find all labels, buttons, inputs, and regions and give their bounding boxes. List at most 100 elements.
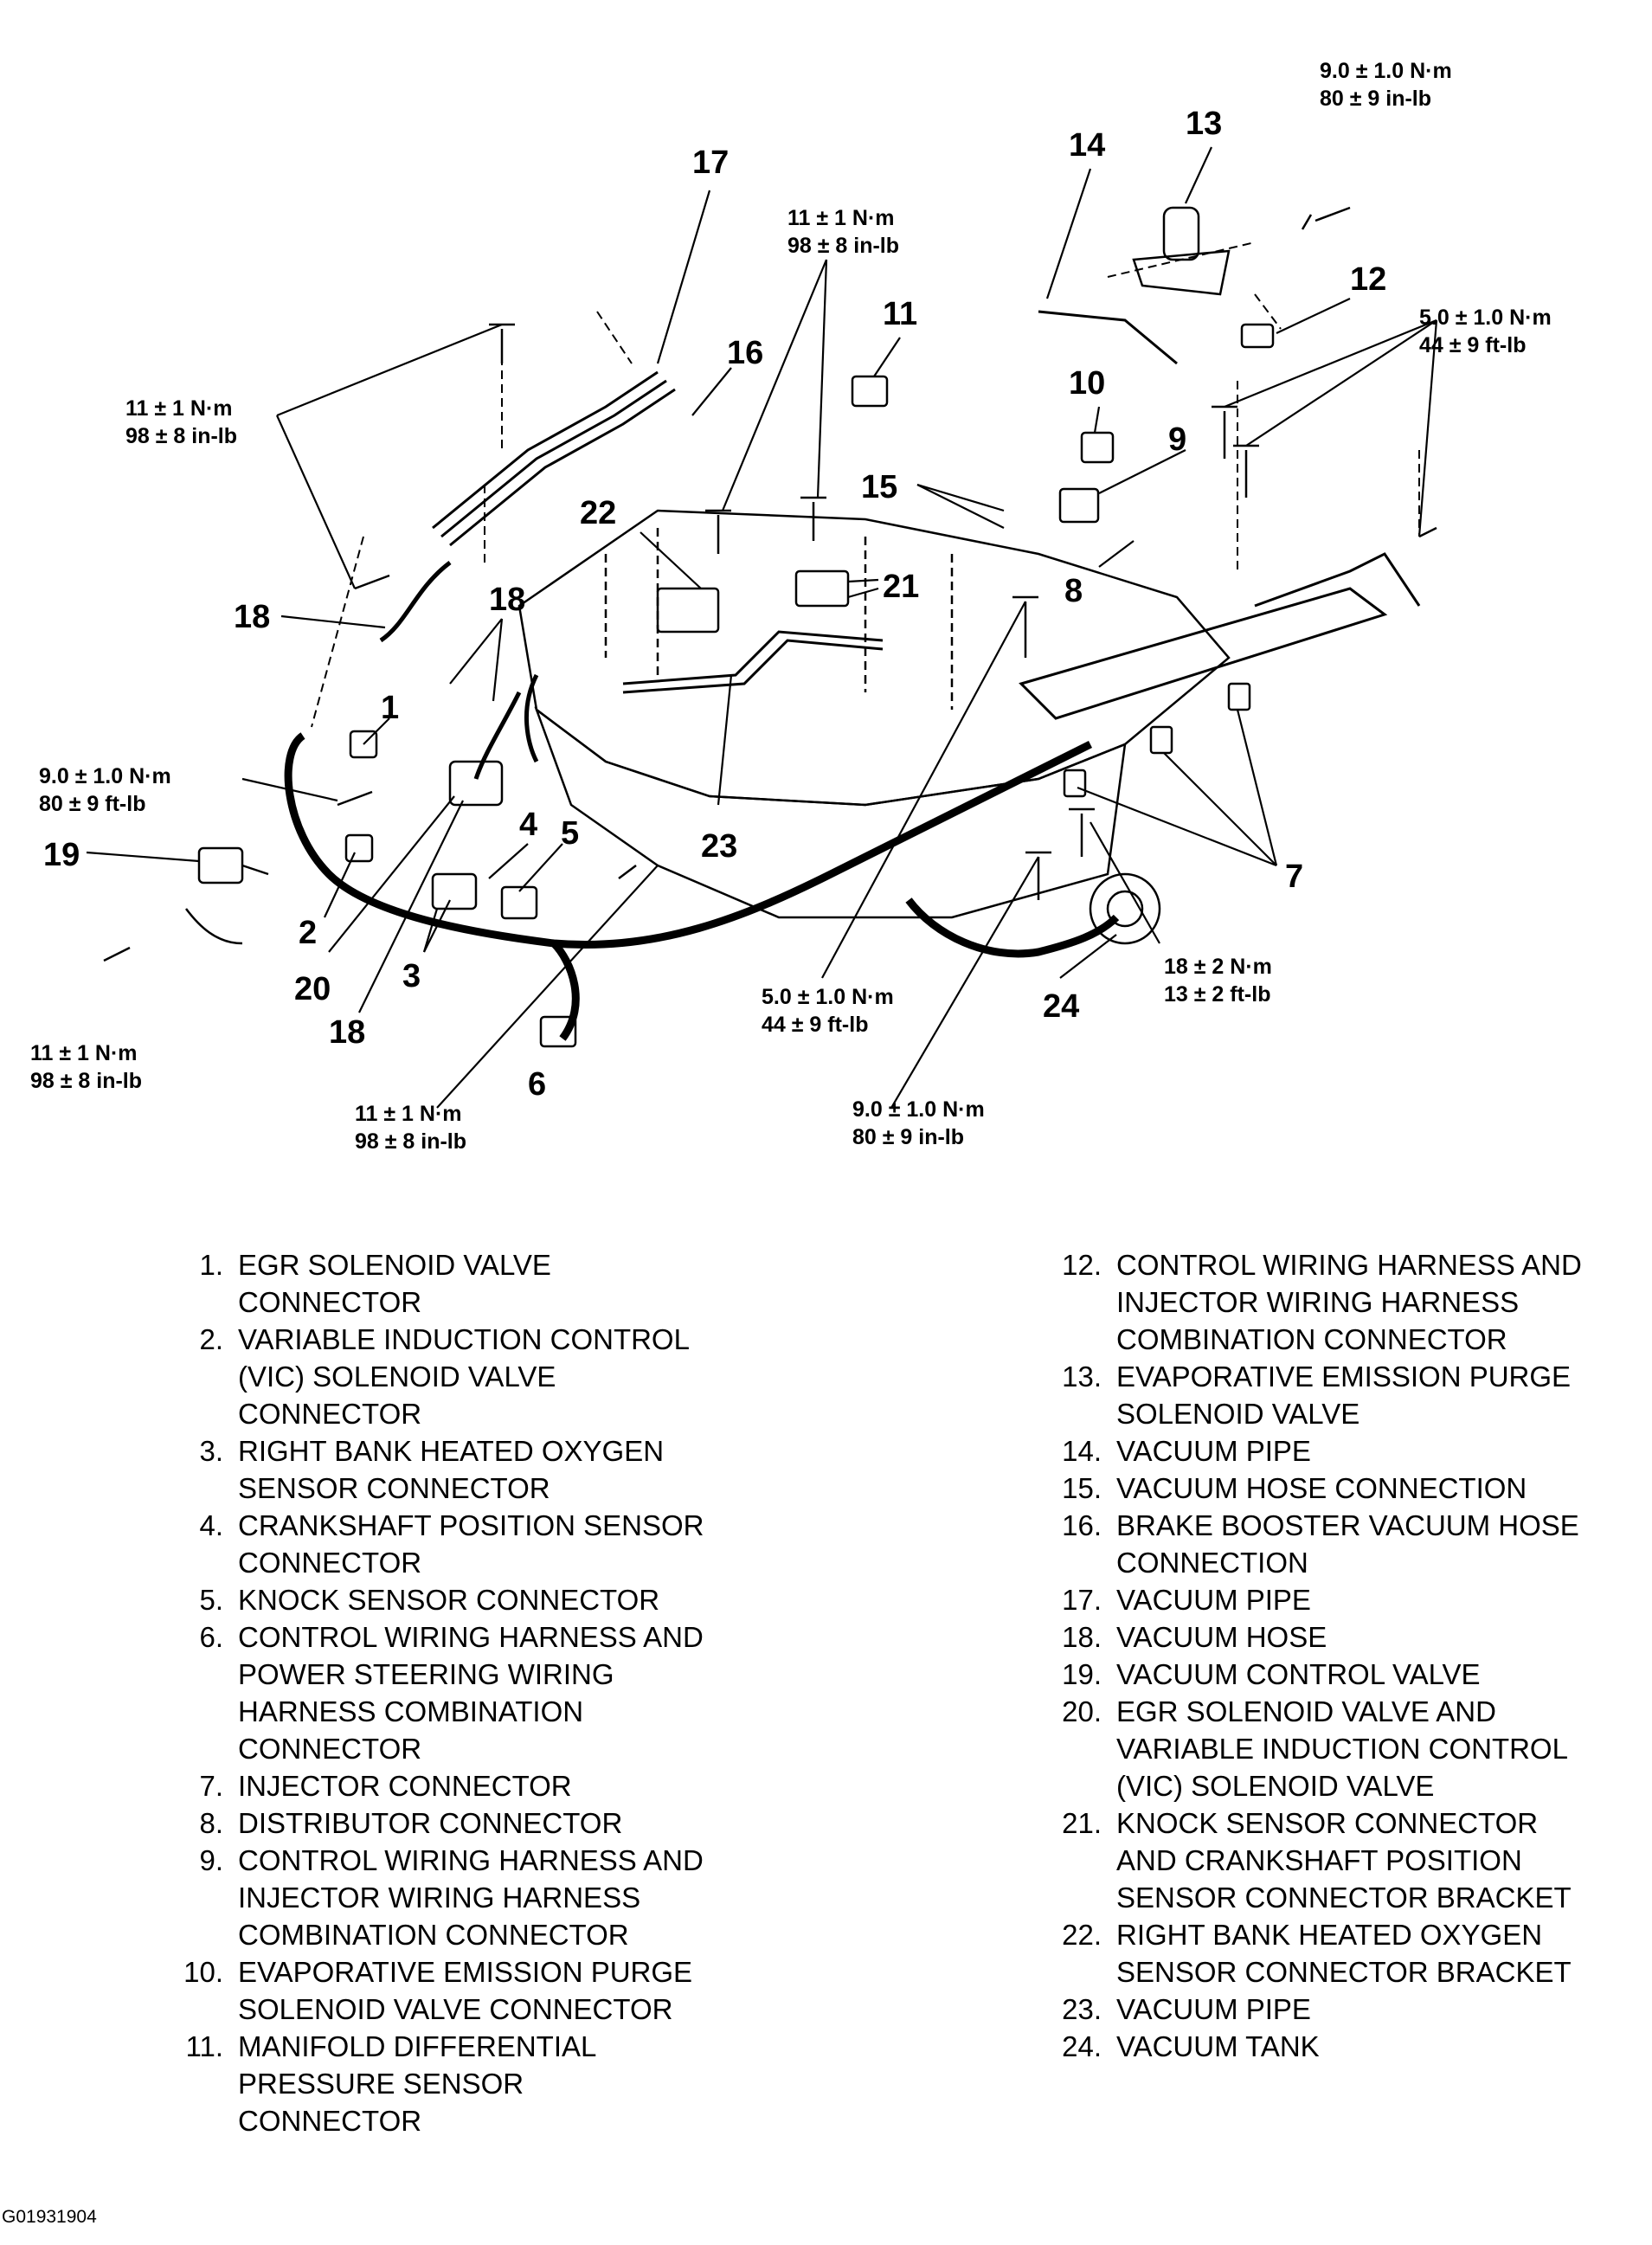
legend-item-text: VACUUM PIPE xyxy=(1116,1435,1311,1467)
svg-text:98 ± 8 in-lb: 98 ± 8 in-lb xyxy=(787,234,899,258)
legend-item: 18. VACUUM HOSE xyxy=(1047,1618,1636,1656)
svg-text:44 ± 9 ft-lb: 44 ± 9 ft-lb xyxy=(762,1013,868,1037)
legend-item-text: EVAPORATIVE EMISSION PURGE SOLENOID VALV… xyxy=(1116,1361,1572,1430)
svg-text:11 ± 1 N·m: 11 ± 1 N·m xyxy=(30,1041,138,1065)
torque-bottom-right: 9.0 ± 1.0 N·m 80 ± 9 in-lb xyxy=(852,1097,985,1149)
callout-5: 5 xyxy=(561,815,579,852)
legend-item: 12.CONTROL WIRING HARNESS AND INJECTOR W… xyxy=(1047,1246,1636,1358)
legend-item: 14.VACUUM PIPE xyxy=(1047,1432,1636,1470)
callout-17: 17 xyxy=(692,145,729,181)
legend-item: 24. VACUUM TANK xyxy=(1047,2028,1636,2065)
legend-item-text: RIGHT BANK HEATED OXYGEN SENSOR CONNECTO… xyxy=(238,1435,665,1504)
torque-bottom-center: 5.0 ± 1.0 N·m 44 ± 9 ft-lb xyxy=(762,985,894,1037)
legend-item-text: DISTRIBUTOR CONNECTOR xyxy=(238,1807,623,1839)
legend-item-number: 24. xyxy=(1062,2030,1102,2062)
legend-item-text: VACUUM TANK xyxy=(1116,2030,1320,2062)
legend-item: 10. EVAPORATIVE EMISSION PURGE SOLENOID V… xyxy=(169,1953,826,2028)
callout-4: 4 xyxy=(519,807,537,843)
legend-item-number: 12. xyxy=(1062,1249,1102,1281)
svg-text:5.0 ± 1.0 N·m: 5.0 ± 1.0 N·m xyxy=(762,985,894,1009)
connector-bracket-22 xyxy=(656,587,720,634)
leader-lines xyxy=(86,146,1438,1109)
legend-item-text: INJECTOR CONNECTOR xyxy=(238,1770,572,1802)
callout-24: 24 xyxy=(1043,988,1079,1025)
legend-item: 19. VACUUM CONTROL VALVE xyxy=(1047,1656,1636,1693)
legend-item: 8.DISTRIBUTOR CONNECTOR xyxy=(169,1804,826,1842)
svg-text:11 ± 1 N·m: 11 ± 1 N·m xyxy=(355,1102,462,1126)
legend-item-text: VACUUM PIPE xyxy=(1116,1584,1311,1616)
legend-item: 20. EGR SOLENOID VALVE AND VARIABLE INDU… xyxy=(1047,1693,1636,1804)
legend-item-text: CONTROL WIRING HARNESS AND INJECTOR WIRI… xyxy=(238,1844,704,1951)
legend-item: 1.EGR SOLENOID VALVE CONNECTOR xyxy=(169,1246,826,1321)
legend-item-text: EVAPORATIVE EMISSION PURGE SOLENOID VALV… xyxy=(238,1956,693,2025)
vacuum-hose-18 xyxy=(379,561,539,780)
legend-item-text: KNOCK SENSOR CONNECTOR xyxy=(238,1584,660,1616)
legend-item: 16.BRAKE BOOSTER VACUUM HOSE CONNECTION xyxy=(1047,1507,1636,1581)
vacuum-pipe-23 xyxy=(622,630,884,694)
callout-12: 12 xyxy=(1350,261,1386,298)
callout-11: 11 xyxy=(883,296,917,332)
svg-text:80 ± 9 ft-lb: 80 ± 9 ft-lb xyxy=(39,792,145,816)
figure-id: G01931904 xyxy=(2,2207,97,2227)
connector-3 xyxy=(431,872,478,910)
purge-solenoid xyxy=(1162,206,1200,261)
callout-20: 20 xyxy=(294,971,331,1007)
callout-3: 3 xyxy=(402,958,421,994)
torque-purge-bolt: 9.0 ± 1.0 N·m 80 ± 9 in-lb xyxy=(1320,59,1452,111)
vacuum-pipe-17 xyxy=(432,370,676,547)
connector-bracket-21 xyxy=(794,569,850,608)
injector-harness xyxy=(1019,587,1388,720)
legend-item-number: 23. xyxy=(1062,1993,1102,2025)
legend-item: 17. VACUUM PIPE xyxy=(1047,1581,1636,1618)
legend-item-number: 19. xyxy=(1062,1658,1102,1690)
callout-22: 22 xyxy=(580,495,616,531)
legend-item-text: EGR SOLENOID VALVE CONNECTOR xyxy=(238,1249,551,1318)
legend-item-text: EGR SOLENOID VALVE AND VARIABLE INDUCTIO… xyxy=(1116,1695,1568,1802)
vacuum-control-valve xyxy=(197,846,244,884)
svg-text:11 ± 1 N·m: 11 ± 1 N·m xyxy=(125,396,233,421)
callout-6: 6 xyxy=(528,1066,546,1103)
legend-item-number: 6. xyxy=(199,1621,223,1653)
callout-18a: 18 xyxy=(234,599,270,635)
callout-10: 10 xyxy=(1069,365,1105,402)
connector-7c xyxy=(1063,769,1087,798)
svg-text:5.0 ± 1.0 N·m: 5.0 ± 1.0 N·m xyxy=(1419,306,1552,330)
torque-right-bolts: 5.0 ± 1.0 N·m 44 ± 9 ft-lb xyxy=(1419,306,1552,357)
legend-item: 6.CONTROL WIRING HARNESS AND POWER STEER… xyxy=(169,1618,826,1767)
torque-left-mid: 9.0 ± 1.0 N·m 80 ± 9 ft-lb xyxy=(39,764,171,816)
torque-vacuum-tank: 18 ± 2 N·m 13 ± 2 ft-lb xyxy=(1164,955,1272,1007)
legend-item-number: 18. xyxy=(1062,1621,1102,1653)
callout-19: 19 xyxy=(43,837,80,873)
legend-item-text: VACUUM HOSE xyxy=(1116,1621,1327,1653)
legend-item-number: 11. xyxy=(185,2030,223,2062)
callout-21: 21 xyxy=(883,569,919,605)
egr-vic-solenoid xyxy=(448,760,504,807)
svg-text:11 ± 1 N·m: 11 ± 1 N·m xyxy=(787,206,895,230)
svg-text:18 ± 2 N·m: 18 ± 2 N·m xyxy=(1164,955,1272,979)
connector-12 xyxy=(1240,323,1275,349)
legend-right: 12.CONTROL WIRING HARNESS AND INJECTOR W… xyxy=(1047,1246,1636,2065)
bolts xyxy=(103,206,1437,962)
callout-7: 7 xyxy=(1285,859,1303,895)
legend-item-text: VARIABLE INDUCTION CONTROL (VIC) SOLENOI… xyxy=(238,1323,690,1430)
legend-item-text: MANIFOLD DIFFERENTIAL PRESSURE SENSOR CO… xyxy=(238,2030,597,2137)
legend-item-number: 15. xyxy=(1062,1472,1102,1504)
legend-item: 3.RIGHT BANK HEATED OXYGEN SENSOR CONNEC… xyxy=(169,1432,826,1507)
legend-item-number: 7. xyxy=(199,1770,223,1802)
legend-item: 2. VARIABLE INDUCTION CONTROL (VIC) SOLEN… xyxy=(169,1321,826,1432)
callout-9: 9 xyxy=(1168,421,1186,458)
torque-bottom-left: 11 ± 1 N·m 98 ± 8 in-lb xyxy=(355,1102,466,1154)
legend-item-number: 10. xyxy=(183,1956,223,1988)
legend-item-text: BRAKE BOOSTER VACUUM HOSE CONNECTION xyxy=(1116,1509,1579,1579)
svg-text:80 ± 9 in-lb: 80 ± 9 in-lb xyxy=(852,1125,964,1149)
legend-item-number: 2. xyxy=(199,1323,223,1355)
legend-item: 7. INJECTOR CONNECTOR xyxy=(169,1767,826,1804)
legend-item-text: VACUUM CONTROL VALVE xyxy=(1116,1658,1481,1690)
svg-text:98 ± 8 in-lb: 98 ± 8 in-lb xyxy=(355,1129,466,1154)
legend-item-text: KNOCK SENSOR CONNECTOR AND CRANKSHAFT PO… xyxy=(1116,1807,1572,1914)
legend-item-text: RIGHT BANK HEATED OXYGEN SENSOR CONNECTO… xyxy=(1116,1919,1572,1988)
legend-item-number: 17. xyxy=(1062,1584,1102,1616)
legend-item-text: VACUUM HOSE CONNECTION xyxy=(1116,1472,1527,1504)
svg-text:44 ± 9 ft-lb: 44 ± 9 ft-lb xyxy=(1419,333,1526,357)
